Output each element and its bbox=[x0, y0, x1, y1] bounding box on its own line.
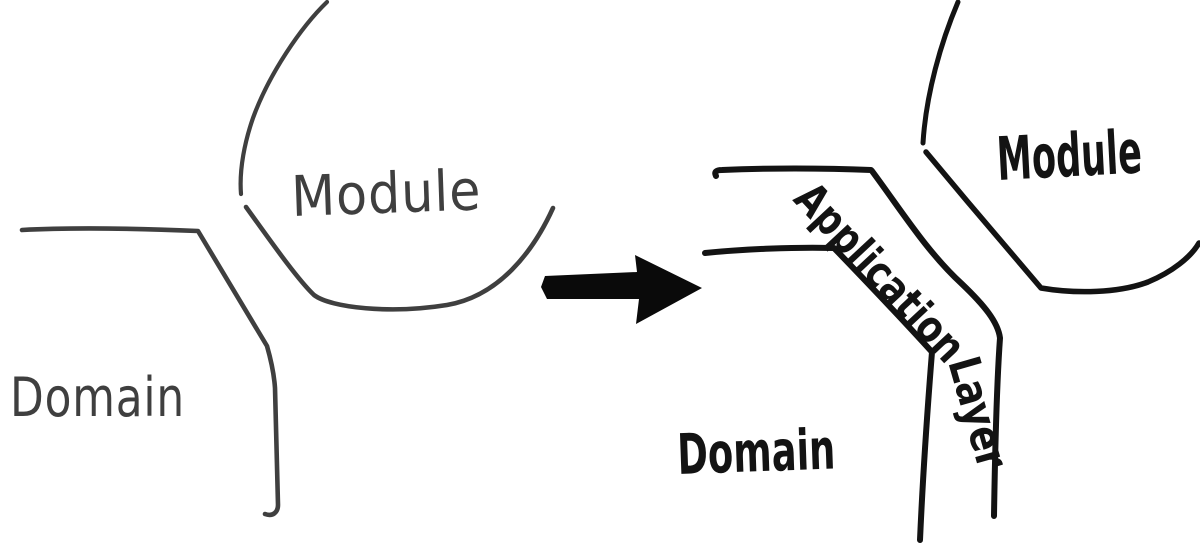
after-module-label: Module bbox=[995, 117, 1143, 194]
before-module-label: Module bbox=[290, 158, 482, 230]
before-module-outline-top-arc bbox=[238, 0, 330, 197]
application-layer-lower-boundary bbox=[702, 244, 935, 543]
after-module-outline-top-arc bbox=[920, 0, 961, 146]
before-domain-boundary-line bbox=[19, 226, 281, 518]
application-layer-label-word2: Layer bbox=[937, 351, 1018, 475]
before-domain-label: Domain bbox=[10, 366, 185, 429]
after-domain-label: Domain bbox=[676, 418, 836, 488]
before-sketch: Module Domain bbox=[10, 0, 556, 518]
arrow-right-icon bbox=[541, 255, 702, 324]
application-layer-upper-boundary bbox=[712, 165, 1003, 519]
after-sketch: Module Domain Application Layer bbox=[676, 0, 1200, 543]
before-module-outline-bottom-arc bbox=[243, 204, 556, 312]
after-module-outline-bottom bbox=[923, 149, 1200, 295]
